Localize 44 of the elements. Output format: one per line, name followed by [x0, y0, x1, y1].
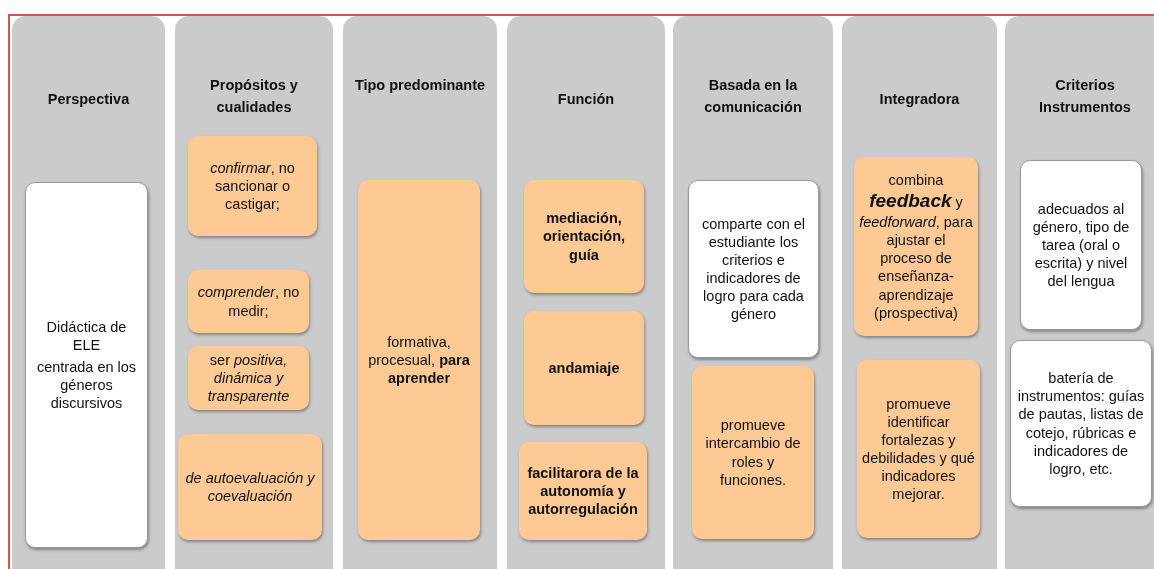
column-heading: Función [556, 90, 616, 109]
column-panel [842, 16, 997, 569]
column-panel [12, 16, 165, 569]
text-box [854, 157, 978, 336]
box-text: facilitarora de la autonomía y autorregulación [526, 463, 640, 519]
text-box [188, 270, 309, 333]
box-text: centrada en los géneros discursivos [35, 357, 138, 413]
text-box [178, 434, 322, 540]
box-text: ser positiva, dinámica y transparente [206, 350, 291, 406]
text-box [1010, 340, 1152, 507]
column-heading: Criterios Instrumentos [1038, 76, 1132, 118]
box-text: comprender, no medir; [196, 283, 301, 320]
text-box [688, 180, 819, 358]
text-box [1020, 160, 1142, 330]
box-text: batería de instrumentos: guías de pautas, listas de cotejo, rúbricas e indicadores de logro, etc. [1016, 369, 1146, 478]
column-heading: Integradora [878, 90, 961, 109]
box-text: comparte con el estudiante los criterios e indicadores de logro para cada género [700, 214, 807, 324]
column-panel [343, 16, 497, 569]
text-box [692, 366, 814, 539]
box-text: de autoevaluación y coevaluación [184, 468, 316, 506]
text-box [524, 311, 644, 425]
text-box [25, 182, 148, 548]
box-text: mediación, orientación, guía [541, 209, 627, 264]
box-text: promueve intercambio de roles y funciones. [704, 416, 802, 489]
text-box [524, 180, 644, 293]
column-panel [673, 16, 833, 569]
text-box [358, 180, 480, 540]
box-text: formativa, procesual, para aprender [367, 332, 471, 388]
column-heading: Propósitos y cualidades [209, 76, 299, 118]
column-heading: Basada en la comunicación [703, 76, 803, 118]
box-text: confirmar, no sancionar o castigar; [209, 158, 296, 214]
column-panel [175, 16, 333, 569]
text-box [188, 136, 317, 236]
column-panel [507, 16, 665, 569]
text-box [519, 442, 647, 540]
text-box [188, 346, 309, 410]
box-text: adecuados al género, tipo de tarea (oral o escrita) y nivel del lengua [1031, 199, 1131, 291]
box-text: combina feedback y feedforward, para ajustar el proceso de enseñanza-aprendizaje (prospectiva) [859, 171, 973, 322]
column-heading: Perspectiva [46, 90, 131, 109]
column-panel [1005, 16, 1154, 569]
column-heading: Tipo predominante [353, 76, 487, 95]
box-text: andamiaje [548, 358, 620, 378]
text-box [857, 360, 980, 538]
box-text: promueve identificar fortalezas y debilidades y qué indicadores mejorar. [862, 394, 975, 504]
